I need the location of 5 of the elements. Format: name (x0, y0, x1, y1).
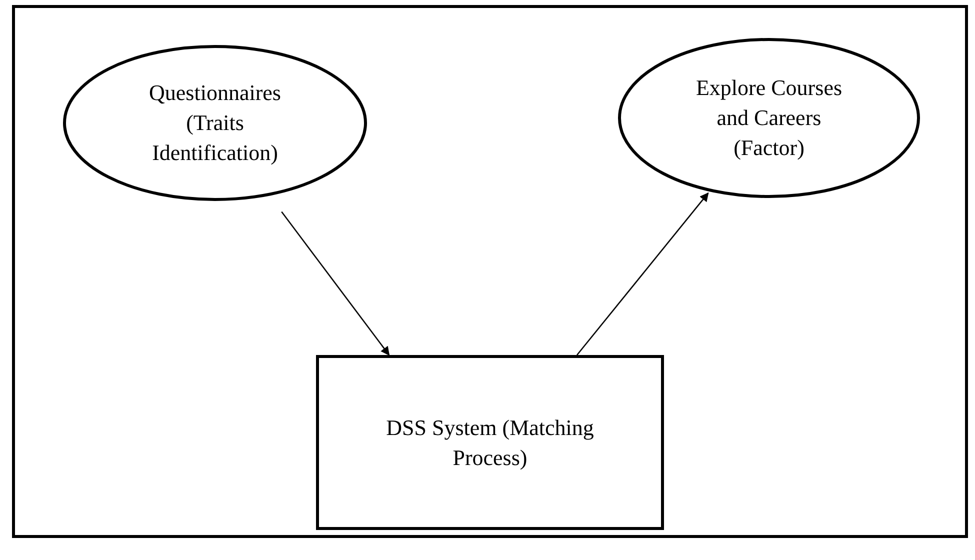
node-label: Questionnaires (Traits Identification) (148, 79, 282, 167)
node-label: Explore Courses and Careers (Factor) (694, 74, 844, 162)
node-label: DSS System (Matching Process) (385, 414, 595, 472)
arrow (281, 211, 390, 356)
arrow (576, 192, 709, 356)
